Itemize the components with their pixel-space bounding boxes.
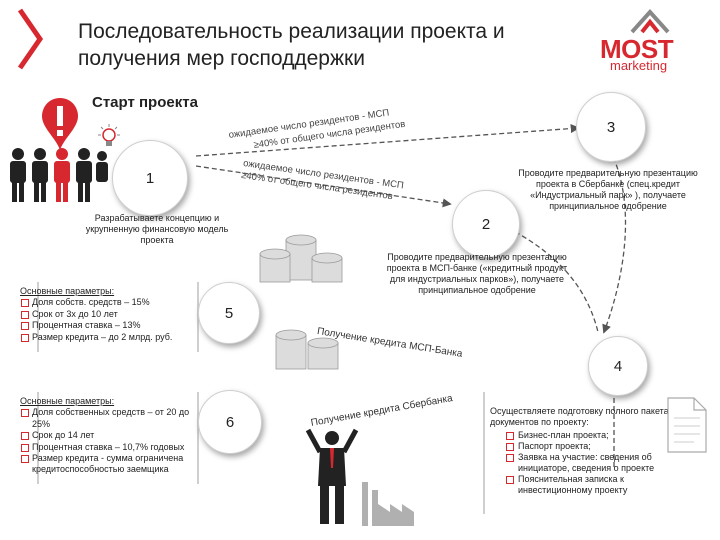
params-5-block: Основные параметры: Доля собств. средств… xyxy=(20,286,200,343)
step-6-number: 6 xyxy=(225,413,235,431)
logo: MOST marketing xyxy=(596,8,706,73)
step-3-circle: 3 xyxy=(576,92,646,162)
step-1-number: 1 xyxy=(145,169,155,187)
list-item: Срок от 3х до 10 лет xyxy=(20,309,200,320)
arrow-3-to-4 xyxy=(602,149,627,334)
arrow-1-to-2 xyxy=(195,165,452,208)
step-1-circle: 1 xyxy=(112,140,188,216)
list-item: Доля собственных средств – от 20 до 25% xyxy=(20,407,200,430)
lightbulb-icon xyxy=(98,124,120,146)
list-item: Срок до 14 лет xyxy=(20,430,200,441)
step-4-number: 4 xyxy=(613,357,623,375)
people-icon xyxy=(10,148,108,202)
list-item: Доля собств. средств – 15% xyxy=(20,297,200,308)
step-6-circle: 6 xyxy=(198,390,262,454)
params-5-header: Основные параметры: xyxy=(20,286,115,296)
step-4-intro: Осуществляете подготовку полного пакета … xyxy=(490,406,669,427)
step-4-circle: 4 xyxy=(588,336,648,396)
step-5-number: 5 xyxy=(224,304,234,322)
logo-house-icon xyxy=(630,9,670,34)
arrow-2-to-4 xyxy=(507,227,599,333)
coins-icon xyxy=(259,234,343,283)
params-6-header: Основные параметры: xyxy=(20,396,115,406)
exclamation-icon xyxy=(42,98,78,150)
step-2-circle: 2 xyxy=(452,190,520,258)
step-1-text: Разрабатываете концепцию и укрупненную ф… xyxy=(85,213,229,245)
list-item: Процентная ставка – 10,7% годовых xyxy=(20,442,200,453)
list-item: Паспорт проекта; xyxy=(490,441,700,452)
list-item: Пояснительная записка к инвестиционному … xyxy=(490,474,700,496)
params-6-block: Основные параметры: Доля собственных сре… xyxy=(20,396,200,476)
start-label: Старт проекта xyxy=(92,94,198,111)
step-3-text: Проводите предварительную презентацию пр… xyxy=(518,168,698,211)
logo-brand: MOST xyxy=(600,34,674,64)
list-item: Процентная ставка – 13% xyxy=(20,320,200,331)
step-2-text: Проводите предварительную презентацию пр… xyxy=(386,252,568,295)
step-3-number: 3 xyxy=(606,118,616,136)
list-item: Заявка на участие: сведения об инициатор… xyxy=(490,452,700,474)
coins-icon xyxy=(275,329,339,370)
step-2-number: 2 xyxy=(481,215,491,233)
businessman-icon xyxy=(305,428,359,524)
logo-sub: marketing xyxy=(610,58,668,73)
list-item: Размер кредита – до 2 млрд. руб. xyxy=(20,332,200,343)
chevron-icon xyxy=(17,8,44,70)
list-item: Бизнес-план проекта; xyxy=(490,430,700,441)
step-4-block: Осуществляете подготовку полного пакета … xyxy=(490,406,700,496)
page-title: Последовательность реализации проекта и … xyxy=(78,20,505,70)
step-5-circle: 5 xyxy=(198,282,260,344)
document-icon xyxy=(667,397,707,453)
list-item: Размер кредита - сумма ограничена кредит… xyxy=(20,453,200,476)
factory-icon xyxy=(362,482,414,526)
